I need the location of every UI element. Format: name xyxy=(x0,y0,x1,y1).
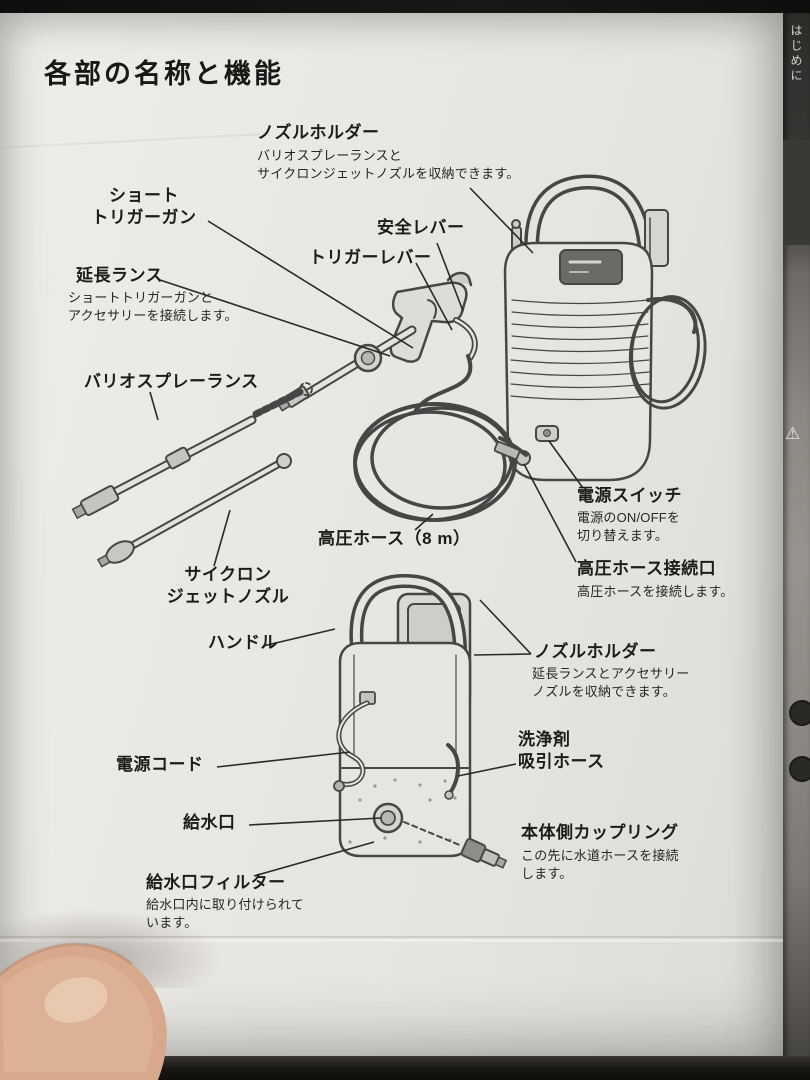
label-cyclone-jet-nozzle: サイクロン ジェットノズル xyxy=(166,565,290,607)
desc-power-switch: 電源のON/OFFを 切り替えます。 xyxy=(577,510,681,544)
label-water-inlet: 給水口 xyxy=(183,813,236,832)
photo-top-edge xyxy=(0,0,810,13)
label-safety-lever: 安全レバー xyxy=(377,218,465,237)
label-nozzle-holder-top: ノズルホルダー xyxy=(257,123,380,142)
label-body-coupling: 本体側カップリング xyxy=(521,823,679,842)
thumb xyxy=(0,942,167,1080)
label-inlet-filter: 給水口フィルター xyxy=(146,873,286,892)
desc-body-coupling: この先に水道ホースを接続 します。 xyxy=(521,848,679,882)
desc-nozzle-holder-top: バリオスプレーランスと サイクロンジェットノズルを収納できます。 xyxy=(257,148,520,182)
warning-triangle-icon: ⚠ xyxy=(785,424,801,443)
label-vario-spray-lance: バリオスプレーランス xyxy=(84,372,259,391)
label-detergent-hose: 洗浄剤 吸引ホース xyxy=(518,730,605,772)
side-tab-text: はじめに xyxy=(789,24,803,84)
facing-page-edge: はじめに ⚠ xyxy=(783,12,810,1062)
label-extension-lance: 延長ランス xyxy=(76,266,164,285)
label-handle: ハンドル xyxy=(208,633,278,652)
label-short-trigger-gun: ショート トリガーガン xyxy=(91,186,197,228)
label-nozzle-holder-bottom: ノズルホルダー xyxy=(534,642,657,661)
desc-inlet-filter: 給水口内に取り付けられて います。 xyxy=(146,897,305,930)
desc-hose-connection: 高圧ホースを接続します。 xyxy=(577,584,734,599)
page-title: 各部の名称と機能 xyxy=(44,59,284,89)
label-hose-connection: 高圧ホース接続口 xyxy=(577,559,717,578)
edge-dark-block xyxy=(783,140,810,245)
label-power-switch: 電源スイッチ xyxy=(577,486,682,505)
prohibition-circle-icon xyxy=(789,700,810,726)
desc-extension-lance: ショートトリガーガンと アクセサリーを接続します。 xyxy=(68,290,238,324)
label-trigger-lever: トリガーレバー xyxy=(309,248,432,267)
label-high-pressure-hose: 高圧ホース（8 m） xyxy=(318,529,471,548)
desc-nozzle-holder-bottom: 延長ランスとアクセサリー ノズルを収納できます。 xyxy=(532,666,690,700)
label-power-cord: 電源コード xyxy=(116,755,204,774)
prohibition-circle-icon xyxy=(789,756,810,782)
